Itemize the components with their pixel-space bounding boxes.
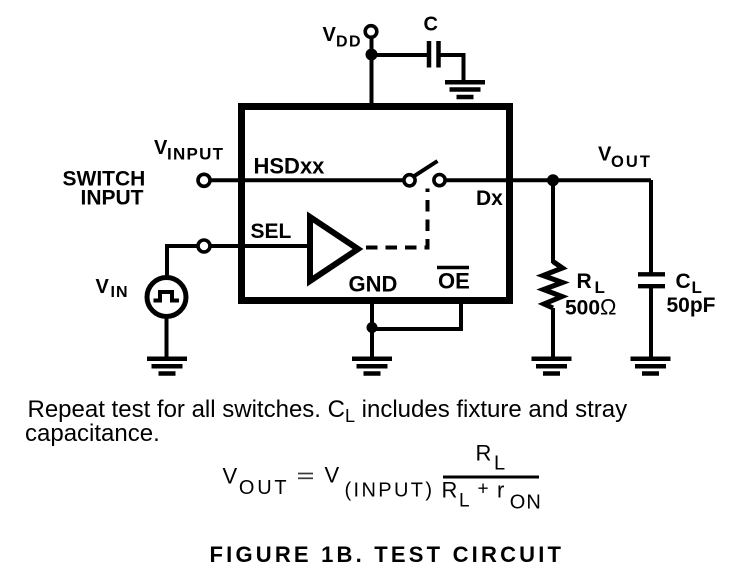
svg-text:GND: GND [349, 272, 398, 297]
svg-text:R: R [577, 270, 592, 293]
svg-text:50pF: 50pF [667, 294, 716, 317]
svg-text:V: V [325, 463, 340, 488]
svg-text:INPUT: INPUT [167, 145, 224, 164]
svg-text:V: V [96, 276, 110, 298]
svg-text:Dx: Dx [476, 187, 503, 210]
svg-text:SWITCH: SWITCH [63, 168, 146, 191]
svg-text:V: V [223, 464, 238, 489]
svg-text:DD: DD [336, 34, 361, 51]
svg-text:OUT: OUT [239, 477, 287, 499]
svg-text:500Ω: 500Ω [565, 295, 617, 320]
svg-text:IN: IN [111, 284, 128, 301]
svg-text:V: V [154, 137, 168, 159]
svg-text:+: + [478, 479, 489, 500]
svg-text:V: V [598, 144, 612, 166]
svg-text:SEL: SEL [251, 220, 292, 243]
svg-text:L: L [459, 491, 470, 512]
svg-text:L: L [595, 278, 605, 297]
svg-text:ON: ON [510, 492, 541, 514]
svg-text:Repeat test for all switches.: Repeat test for all switches. CL include… [28, 396, 628, 426]
svg-text:HSDxx: HSDxx [254, 154, 326, 179]
svg-text:C: C [424, 14, 438, 36]
svg-text:C: C [676, 270, 691, 293]
svg-text:OUT: OUT [611, 153, 650, 171]
svg-text:FIGURE 1B. TEST CIRCUIT: FIGURE 1B. TEST CIRCUIT [210, 542, 562, 567]
svg-text:(INPUT): (INPUT) [345, 480, 433, 502]
svg-text:capacitance.: capacitance. [25, 420, 160, 447]
svg-text:L: L [692, 278, 702, 297]
svg-text:r: r [497, 478, 504, 503]
svg-text:R: R [442, 478, 458, 503]
svg-text:OE: OE [438, 269, 470, 294]
svg-text:V: V [323, 24, 337, 46]
svg-text:L: L [494, 453, 505, 475]
svg-text:INPUT: INPUT [81, 187, 144, 210]
svg-text:R: R [476, 441, 492, 466]
